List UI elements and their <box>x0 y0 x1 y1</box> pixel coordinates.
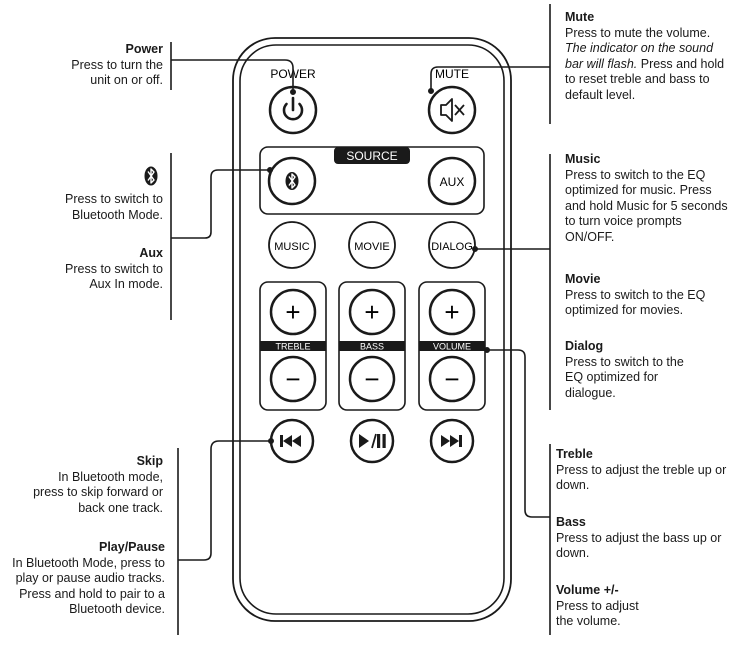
bass-down-button[interactable] <box>348 355 396 403</box>
annotation-volume-desc: Press to adjust the volume. <box>556 598 639 629</box>
annotation-power-desc: Press to turn the unit on or off. <box>71 57 163 88</box>
volume-down-button[interactable] <box>428 355 476 403</box>
annotation-movie: Movie Press to switch to the EQ optimize… <box>565 272 733 319</box>
annotation-bluetooth: Press to switch to Bluetooth Mode. <box>13 192 163 223</box>
bluetooth-icon <box>285 172 299 190</box>
annotation-mute-desc-1: Press to mute the volume. <box>565 25 711 40</box>
annotation-bluetooth-desc: Press to switch to Bluetooth Mode. <box>65 192 163 222</box>
dialog-button[interactable] <box>428 221 476 269</box>
annotation-bluetooth-icon <box>144 166 158 186</box>
music-button-label: MUSIC <box>274 241 310 253</box>
bass-plus: + <box>364 297 379 327</box>
movie-button[interactable] <box>348 221 396 269</box>
annotation-bass-desc: Press to adjust the bass up or down. <box>556 530 722 561</box>
aux-button-label: AUX <box>440 175 465 189</box>
annotation-aux: Aux Press to switch to Aux In mode. <box>13 246 163 293</box>
treble-down-button[interactable] <box>269 355 317 403</box>
skip-forward-icon <box>441 435 462 447</box>
annotation-dialog: Dialog Press to switch to the EQ optimiz… <box>565 339 733 401</box>
annotation-play-pause: Play/Pause In Bluetooth Mode, press to p… <box>0 540 165 618</box>
movie-button-label: MOVIE <box>354 241 389 253</box>
annotation-aux-title: Aux <box>139 246 163 260</box>
power-icon <box>282 96 304 121</box>
annotation-music: Music Press to switch to the EQ optimize… <box>565 152 733 245</box>
annotation-skip-title: Skip <box>136 454 163 468</box>
annotation-mute-desc-2: Press and hold to reset treble and bass … <box>565 56 725 102</box>
dialog-button-label: DIALOG <box>431 241 473 253</box>
annotation-power-title: Power <box>125 42 163 56</box>
music-button[interactable] <box>268 221 316 269</box>
play-pause-button[interactable] <box>349 418 395 464</box>
treble-up-button[interactable] <box>269 288 317 336</box>
annotation-volume: Volume +/- Press to adjust the volume. <box>556 583 731 630</box>
annotation-power: Power Press to turn the unit on or off. <box>13 42 163 89</box>
annotation-bass: Bass Press to adjust the bass up or down… <box>556 515 731 562</box>
annotation-mute: Mute Press to mute the volume. The indic… <box>565 10 733 103</box>
bass-label: BASS <box>360 342 384 352</box>
volume-up-button[interactable] <box>428 288 476 336</box>
annotation-skip: Skip In Bluetooth mode, press to skip fo… <box>0 454 163 516</box>
remote-inner-outline <box>239 44 505 615</box>
bass-label-bg <box>339 341 405 351</box>
annotation-treble-title: Treble <box>556 447 593 461</box>
aux-button[interactable] <box>427 156 477 206</box>
annotation-music-title: Music <box>565 152 601 166</box>
annotation-play-pause-desc: In Bluetooth Mode, press to play or paus… <box>12 555 165 617</box>
source-label-bg <box>334 147 410 164</box>
bass-minus: − <box>364 364 379 394</box>
annotation-dialog-desc: Press to switch to the EQ optimized for … <box>565 354 684 400</box>
treble-plus: + <box>285 297 300 327</box>
annotation-movie-title: Movie <box>565 272 601 286</box>
volume-label-bg <box>419 341 485 351</box>
mute-label: MUTE <box>435 67 469 81</box>
treble-label-bg <box>260 341 326 351</box>
mute-speaker-icon <box>440 98 465 122</box>
play-pause-icon <box>359 433 386 449</box>
leader-lines <box>170 4 551 635</box>
volume-plus: + <box>444 297 459 327</box>
bass-up-button[interactable] <box>348 288 396 336</box>
remote-outline <box>232 37 512 622</box>
annotation-movie-desc: Press to switch to the EQ optimized for … <box>565 287 706 318</box>
annotation-mute-desc-italic: The indicator on the sound bar will flas… <box>565 41 714 71</box>
annotation-treble-desc: Press to adjust the treble up or down. <box>556 462 727 493</box>
skip-back-icon <box>280 435 301 447</box>
annotation-skip-desc: In Bluetooth mode, press to skip forward… <box>33 469 163 515</box>
annotation-treble: Treble Press to adjust the treble up or … <box>556 447 731 494</box>
annotation-bass-title: Bass <box>556 515 586 529</box>
annotation-mute-title: Mute <box>565 10 595 24</box>
source-label: SOURCE <box>346 149 397 163</box>
annotation-play-pause-title: Play/Pause <box>98 540 165 554</box>
annotation-dialog-title: Dialog <box>565 339 604 353</box>
treble-minus: − <box>285 364 300 394</box>
treble-label: TREBLE <box>275 342 310 352</box>
volume-minus: − <box>444 364 459 394</box>
volume-label: VOLUME <box>433 342 471 352</box>
annotation-volume-title: Volume +/- <box>556 583 619 597</box>
annotation-aux-desc: Press to switch to Aux In mode. <box>65 261 163 292</box>
annotation-music-desc: Press to switch to the EQ optimized for … <box>565 167 728 244</box>
